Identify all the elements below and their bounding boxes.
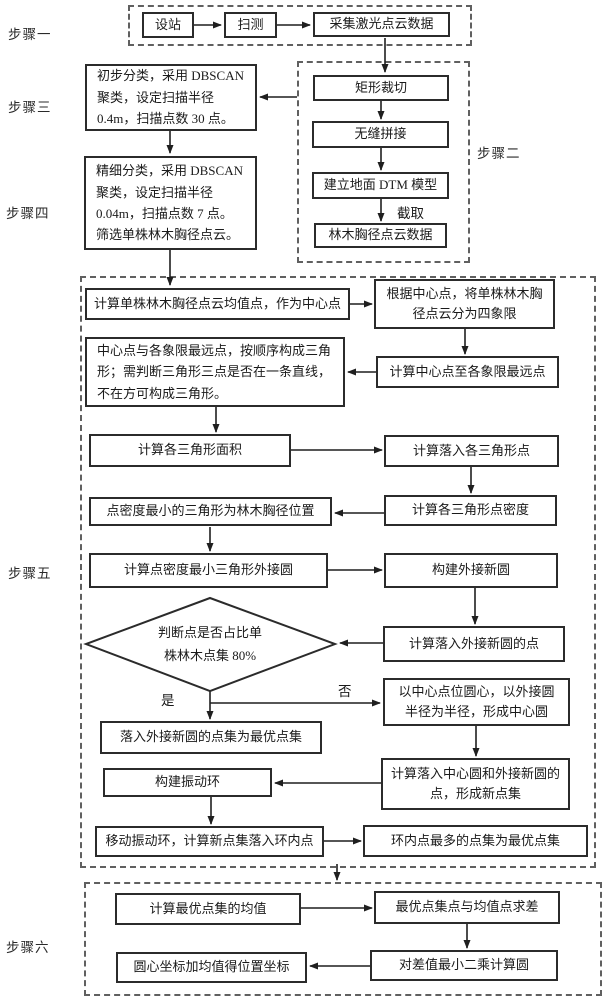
node-build-dtm: 建立地面 DTM 模型 [312,172,449,199]
decision-diamond-shape [83,596,338,693]
node-optimal-point-set: 落入外接新圆的点集为最优点集 [100,721,322,754]
group-step6 [84,882,602,996]
node-least-squares-circle: 对差值最小二乘计算圆 [370,950,558,981]
label-step6: 步骤六 [6,940,50,955]
node-scan-survey: 扫测 [224,12,277,38]
node-seamless-stitch: 无缝拼接 [312,121,449,148]
node-mean-of-optimal-set: 计算最优点集的均值 [115,893,301,925]
node-new-point-set: 计算落入中心圆和外接新圆的点，形成新点集 [381,758,570,810]
node-rect-crop: 矩形裁切 [313,75,449,101]
node-points-in-new-circle: 计算落入外接新圆的点 [383,626,565,662]
node-set-station: 设站 [142,12,194,38]
group-step2 [297,61,470,263]
label-step1: 步骤一 [8,27,52,42]
node-four-quadrants: 根据中心点，将单株林木胸径点云分为四象限 [374,279,555,329]
node-triangle-area: 计算各三角形面积 [89,434,291,467]
node-center-circle: 以中心点位圆心，以外接圆半径为半径，形成中心圆 [383,678,570,726]
node-max-points-in-ring: 环内点最多的点集为最优点集 [363,825,588,857]
label-step2: 步骤二 [477,146,521,161]
node-fine-classify: 精细分类，采用 DBSCAN 聚类，设定扫描半径 0.04m，扫描点数 7 点。… [84,156,257,250]
node-dbh-point-cloud-data: 林木胸径点云数据 [314,223,447,248]
node-difference-from-mean: 最优点集点与均值点求差 [374,891,560,924]
node-build-vibration-ring: 构建振动环 [103,768,272,797]
node-build-triangles: 中心点与各象限最远点，按顺序构成三角形；需判断三角形三点是否在一条直线，不在方可… [85,337,345,407]
node-collect-point-cloud: 采集激光点云数据 [313,12,450,37]
label-jiequ: 截取 [397,206,424,221]
node-coarse-classify: 初步分类，采用 DBSCAN 聚类，设定扫描半径 0.4m，扫描点数 30 点。 [85,64,257,131]
node-position-coordinates: 圆心坐标加均值得位置坐标 [116,952,307,983]
group-step5 [80,276,596,868]
node-build-new-circle: 构建外接新圆 [384,553,558,588]
group-step1 [128,5,472,46]
label-no: 否 [338,684,352,699]
node-min-density-dbh-position: 点密度最小的三角形为林木胸径位置 [89,497,332,526]
node-decision-80-percent: 判断点是否占比单株林木点集 80% [157,625,262,663]
label-step4: 步骤四 [6,206,50,221]
label-step3: 步骤三 [8,100,52,115]
node-triangle-density: 计算各三角形点密度 [384,495,557,526]
label-yes: 是 [161,693,175,708]
node-move-vibration-ring: 移动振动环，计算新点集落入环内点 [95,826,324,857]
node-circumcircle: 计算点密度最小三角形外接圆 [89,553,328,588]
node-farthest-points: 计算中心点至各象限最远点 [376,356,559,388]
node-mean-center-point: 计算单株林木胸径点云均值点，作为中心点 [85,288,350,320]
label-step5: 步骤五 [8,566,52,581]
node-points-in-triangles: 计算落入各三角形点 [384,435,559,467]
